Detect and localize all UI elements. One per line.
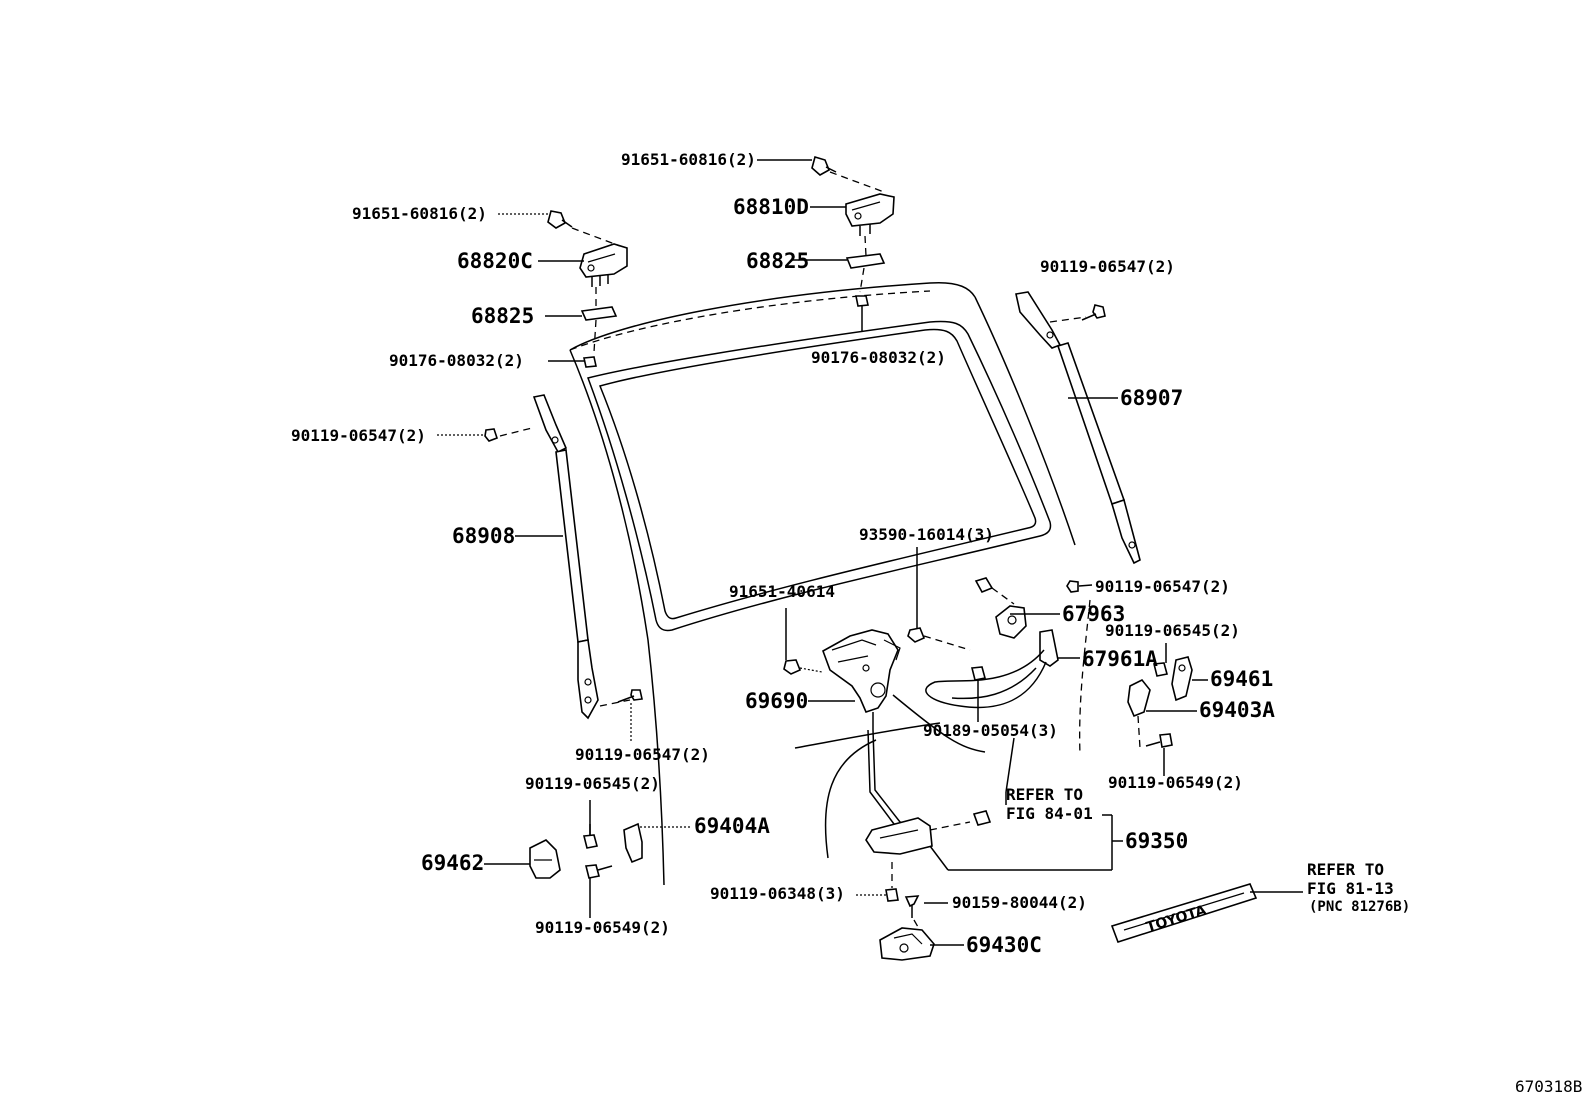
bracket-69403a-icon	[1127, 678, 1151, 749]
part-labels: 91651-60816(2) 68810D 91651-60816(2) 688…	[291, 150, 1582, 1096]
label-69690: 69690	[745, 689, 808, 713]
bolt-icon	[547, 210, 573, 229]
label-fig-84-01: FIG 84-01	[1006, 804, 1093, 823]
gas-strut-68907-icon	[1015, 291, 1141, 565]
label-67961a: 67961A	[1082, 647, 1158, 671]
shim-68825-left-icon	[580, 306, 618, 321]
label-90189-05054: 90189-05054(3)	[923, 721, 1058, 740]
label-refer-to-84: REFER TO	[1006, 785, 1083, 804]
label-fig-81-13: FIG 81-13	[1307, 879, 1394, 898]
hinge-68820c-icon	[571, 227, 628, 353]
bolt-icon	[1145, 733, 1173, 748]
label-69350: 69350	[1125, 829, 1188, 853]
label-90119-06547-left: 90119-06547(2)	[291, 426, 426, 445]
label-91651-60816-left: 91651-60816(2)	[352, 204, 487, 223]
clip-refer-84-01-icon	[972, 810, 992, 826]
label-69403a: 69403A	[1199, 698, 1275, 722]
bolt-icon	[811, 155, 837, 176]
label-68825-right: 68825	[746, 249, 809, 273]
clip-67963-icon	[974, 577, 1015, 605]
label-91651-40614: 91651-40614	[729, 582, 835, 601]
label-67963: 67963	[1062, 602, 1125, 626]
bolt-icon	[484, 428, 499, 442]
label-68907: 68907	[1120, 386, 1183, 410]
label-90119-06547-right: 90119-06547(2)	[1095, 577, 1230, 596]
label-90176-08032-center: 90176-08032(2)	[811, 348, 946, 367]
hinge-68810d-icon	[829, 171, 895, 293]
cable-67961a-icon	[925, 629, 1059, 709]
bolt-icon	[617, 689, 643, 703]
label-90119-06547-topright: 90119-06547(2)	[1040, 257, 1175, 276]
lock-assembly-69690-icon	[822, 629, 901, 730]
label-69462: 69462	[421, 851, 484, 875]
label-90119-06348: 90119-06348(3)	[710, 884, 845, 903]
shim-68825-right-icon	[845, 253, 886, 269]
label-90119-06547-bottom: 90119-06547(2)	[575, 745, 710, 764]
figure-code: 670318B	[1515, 1077, 1582, 1096]
label-90119-06549-left: 90119-06549(2)	[535, 918, 670, 937]
nut-90189-05054-icon	[970, 666, 986, 681]
label-68908: 68908	[452, 524, 515, 548]
screw-90119-06348-icon	[885, 862, 899, 902]
gas-strut-68908-icon	[499, 394, 631, 720]
bolt-91651-40614-icon	[783, 659, 823, 675]
label-69430c: 69430C	[966, 933, 1042, 957]
label-91651-60816-top: 91651-60816(2)	[621, 150, 756, 169]
label-90176-08032-left: 90176-08032(2)	[389, 351, 524, 370]
bracket-69404a-icon	[623, 822, 643, 864]
handle-69350-icon	[865, 817, 971, 855]
label-93590-16014: 93590-16014(3)	[859, 525, 994, 544]
label-refer-to-81: REFER TO	[1307, 860, 1384, 879]
label-pnc-81276b: (PNC 81276B)	[1309, 899, 1410, 915]
striker-69430c-icon	[879, 927, 935, 961]
label-69404a: 69404A	[694, 814, 770, 838]
label-69461: 69461	[1210, 667, 1273, 691]
label-68810d: 68810D	[733, 195, 809, 219]
label-90119-06549-right: 90119-06549(2)	[1108, 773, 1243, 792]
label-68825-left: 68825	[471, 304, 534, 328]
bracket-69462-icon	[529, 839, 561, 879]
back-door-outline	[569, 281, 1091, 886]
bolt-icon	[1066, 580, 1093, 593]
bolt-icon	[1081, 304, 1106, 321]
bracket-67963-icon	[995, 605, 1027, 639]
label-90119-06545-right: 90119-06545(2)	[1105, 621, 1240, 640]
label-90119-06545-left: 90119-06545(2)	[525, 774, 660, 793]
bolt-icon	[584, 864, 613, 879]
nut-90176-left-icon	[583, 356, 597, 368]
label-90159-80044: 90159-80044(2)	[952, 893, 1087, 912]
emblem-garnish-icon: TOYOTA	[1110, 883, 1258, 943]
bolt-93590-16014-icon	[907, 627, 971, 651]
nut-90176-center-icon	[855, 295, 869, 332]
bracket-69461-icon	[1171, 656, 1193, 702]
nut-90119-06545-right-icon	[1152, 662, 1168, 677]
leader-lines	[437, 159, 1303, 946]
label-68820c: 68820C	[457, 249, 533, 273]
